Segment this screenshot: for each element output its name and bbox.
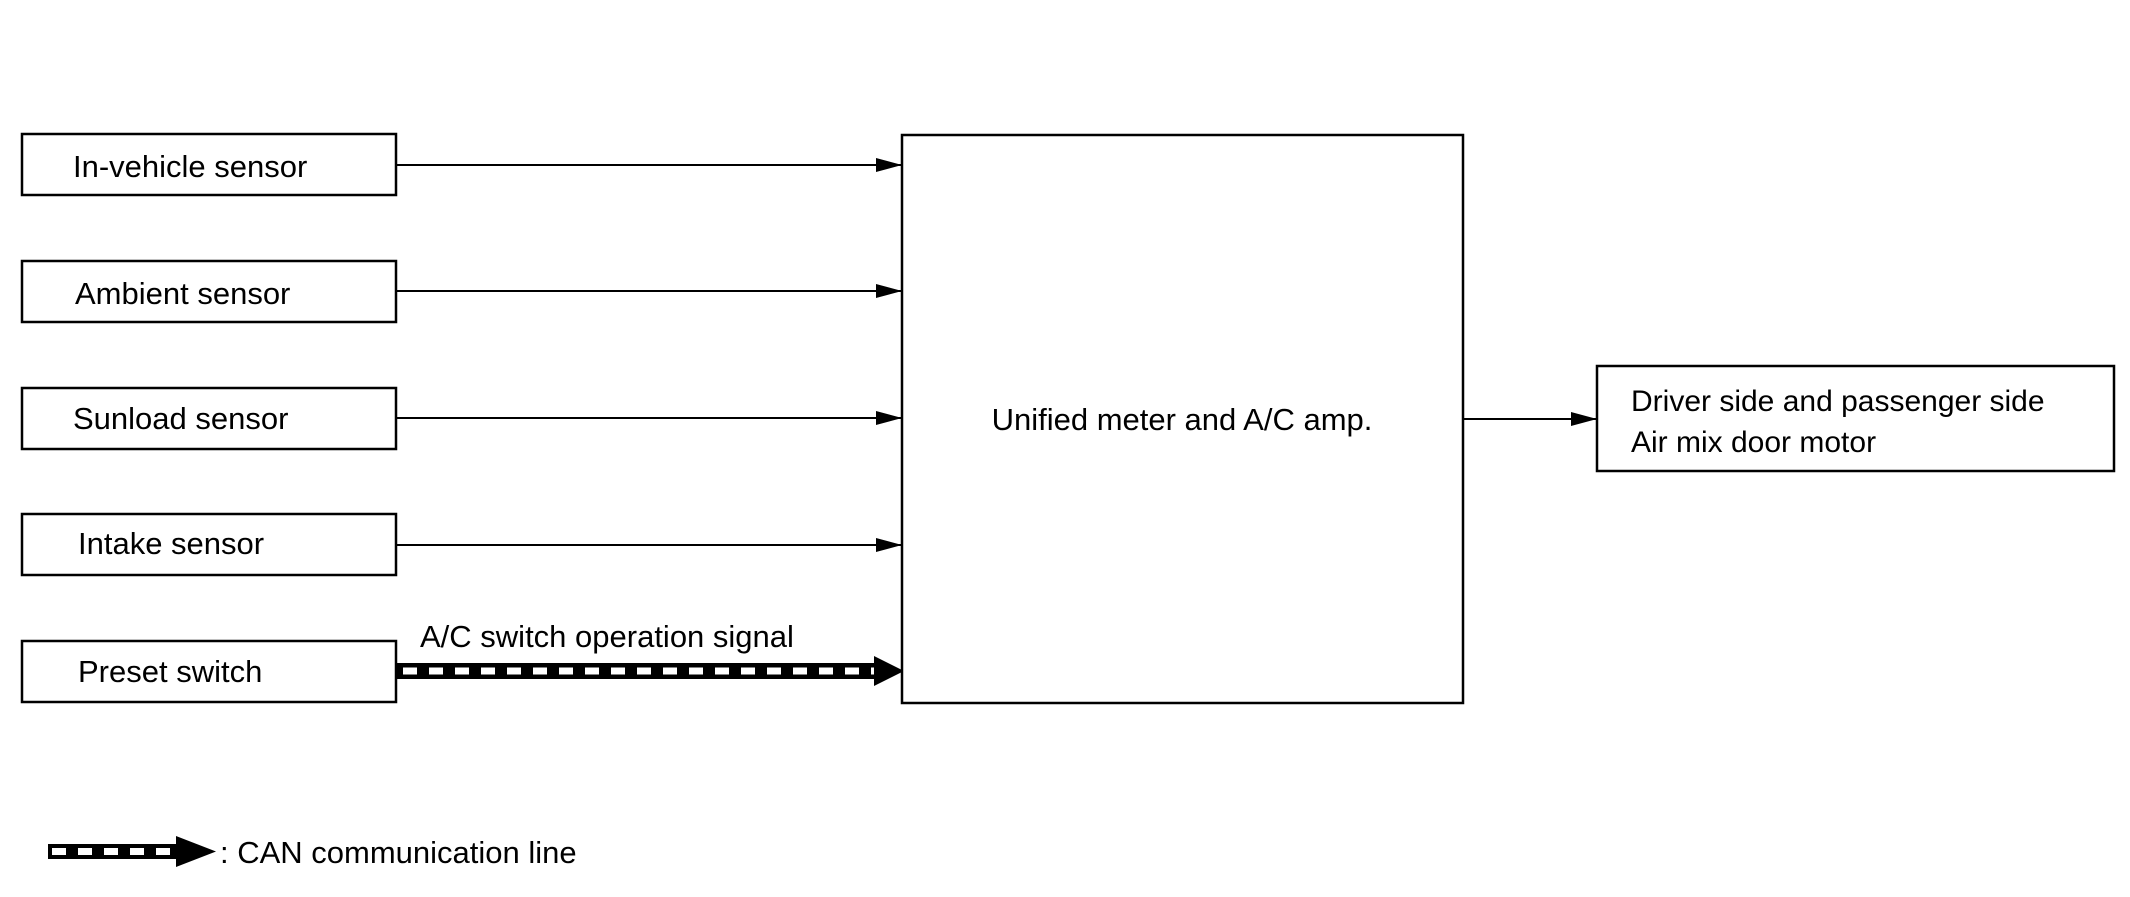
controller-label: Unified meter and A/C amp.: [992, 402, 1373, 437]
input-box-preset-switch: Preset switch: [20, 639, 398, 704]
can-signal-label: A/C switch operation signal: [420, 619, 794, 654]
input-box-intake-sensor: Intake sensor: [20, 512, 398, 577]
input-label: Preset switch: [78, 654, 262, 689]
legend-can-line: : CAN communication line: [48, 835, 577, 870]
input-label: Sunload sensor: [73, 401, 288, 436]
legend-can-arrowhead: [176, 836, 216, 867]
input-label: Intake sensor: [78, 526, 264, 561]
input-box-in-vehicle-sensor: In-vehicle sensor: [20, 132, 398, 197]
output-box-air-mix-door-motor: Driver side and passenger side Air mix d…: [1595, 364, 2116, 473]
input-box-ambient-sensor: Ambient sensor: [20, 259, 398, 324]
controller-box: Unified meter and A/C amp.: [900, 133, 1465, 705]
input-label: In-vehicle sensor: [73, 149, 307, 184]
output-label-line2: Air mix door motor: [1631, 426, 1876, 459]
input-label: Ambient sensor: [75, 276, 290, 311]
can-arrow-preset-switch: [396, 656, 904, 686]
legend-label: : CAN communication line: [220, 835, 577, 870]
output-label-line1: Driver side and passenger side: [1631, 385, 2045, 418]
input-box-sunload-sensor: Sunload sensor: [20, 386, 398, 451]
